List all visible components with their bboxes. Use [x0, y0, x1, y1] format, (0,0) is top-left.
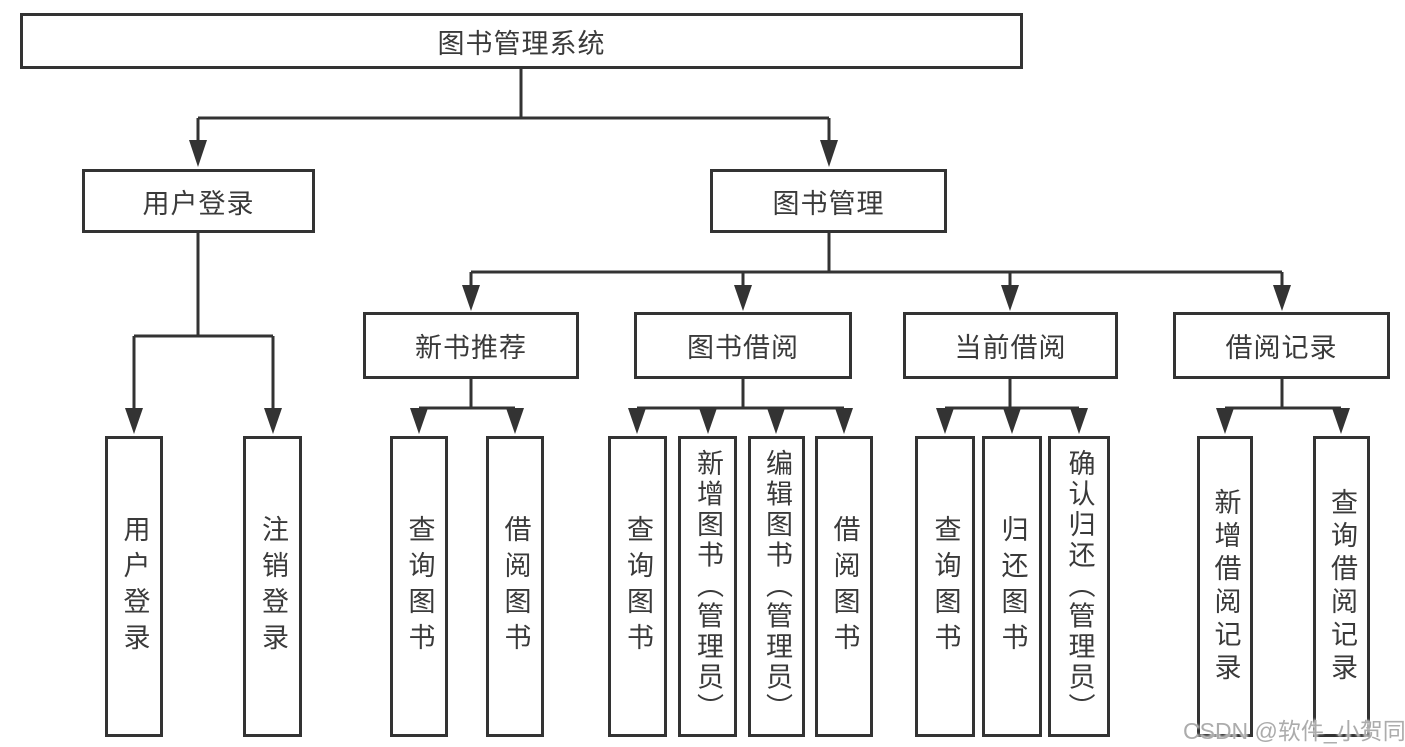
- node-book-borrow: 图书借阅: [634, 312, 852, 379]
- leaf-query-books-recommend: 查询图书: [390, 436, 448, 737]
- node-library-management-system: 图书管理系统: [20, 13, 1023, 69]
- leaf-borrow-books: 借阅图书: [815, 436, 873, 737]
- leaf-add-books-admin: 新增图书（管理员）: [678, 436, 737, 737]
- leaf-add-borrow-record: 新增借阅记录: [1197, 436, 1253, 737]
- node-book-management: 图书管理: [710, 169, 947, 233]
- leaf-user-login: 用户登录: [105, 436, 163, 737]
- csdn-watermark: CSDN @软件_小贺同学: [1183, 718, 1405, 744]
- leaf-edit-books-admin: 编辑图书（管理员）: [748, 436, 805, 737]
- leaf-query-books-current: 查询图书: [915, 436, 975, 737]
- leaf-logout: 注销登录: [243, 436, 302, 737]
- arrowheads: [125, 140, 1350, 434]
- leaf-query-books-borrow: 查询图书: [608, 436, 667, 737]
- leaf-confirm-return-admin: 确认归还（管理员）: [1048, 436, 1110, 737]
- node-user-login: 用户登录: [82, 169, 315, 233]
- node-new-book-recommend: 新书推荐: [363, 312, 579, 379]
- node-borrow-records: 借阅记录: [1173, 312, 1390, 379]
- leaf-query-borrow-record: 查询借阅记录: [1313, 436, 1370, 737]
- node-current-borrow: 当前借阅: [903, 312, 1118, 379]
- leaf-borrow-books-recommend: 借阅图书: [486, 436, 544, 737]
- leaf-return-books: 归还图书: [982, 436, 1042, 737]
